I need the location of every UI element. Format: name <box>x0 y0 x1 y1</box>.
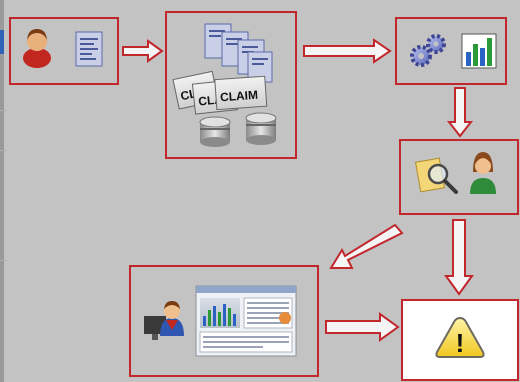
flow-arrow-right <box>325 312 400 342</box>
reviewer-icon <box>470 152 496 194</box>
database-icon <box>199 116 231 147</box>
step-box-review <box>399 139 519 215</box>
claim-label: CLAIM <box>220 88 259 105</box>
step-box-claims-intake: CL CLA CLAIM <box>165 11 297 159</box>
claim-forms-icon: CL CLA CLAIM <box>172 70 268 115</box>
step-box-alert: ! <box>401 299 519 381</box>
warning-icon: ! <box>435 316 485 358</box>
document-icon <box>75 31 103 67</box>
step-box-user-request <box>9 17 119 85</box>
flow-arrow-diagonal <box>329 223 404 269</box>
database-icon <box>245 112 277 145</box>
bar-chart-icon <box>461 33 497 69</box>
magnifier-document-icon <box>414 157 458 194</box>
analyst-at-computer-icon <box>144 301 184 340</box>
warning-exclamation: ! <box>456 328 465 358</box>
dashboard-screenshot-icon <box>195 285 297 357</box>
left-edge-blue-tab <box>0 30 4 54</box>
user-icon <box>23 29 51 68</box>
left-edge-strip <box>0 0 6 382</box>
step-box-analysis <box>129 265 319 377</box>
step-box-processing <box>395 17 507 85</box>
document-stack-icon <box>204 23 273 83</box>
flow-arrow-down <box>446 87 474 138</box>
flow-arrow-right <box>122 39 164 63</box>
flow-arrow-right <box>303 38 392 64</box>
left-edge-line <box>0 260 6 261</box>
left-edge-line <box>0 110 6 111</box>
gears-icon <box>410 34 446 67</box>
flow-arrow-down <box>444 219 474 296</box>
left-edge-line <box>0 150 6 151</box>
